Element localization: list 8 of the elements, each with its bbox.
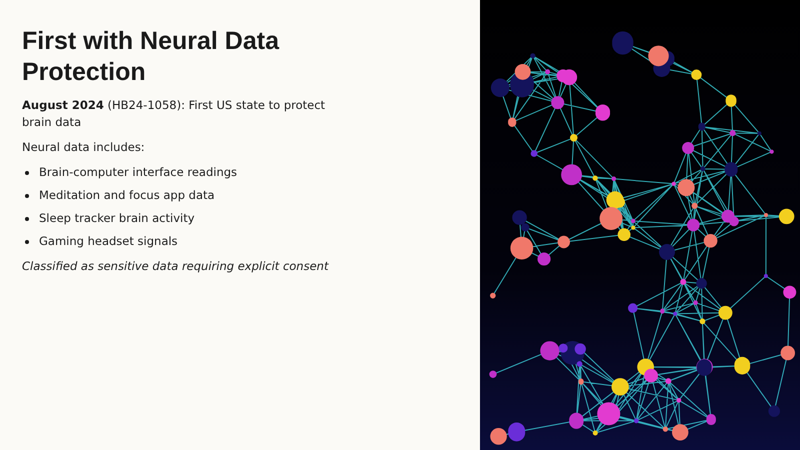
list-item: Brain-computer interface readings [39, 165, 238, 179]
paragraph: August 2024 (HB24-1058): First US state to protect brain data [22, 97, 326, 131]
note-text: Classified as sensitive data requiring explicit consent [22, 258, 330, 275]
paragraph: Neural data includes: [22, 139, 146, 156]
list-item: Sleep tracker brain activity [39, 211, 195, 225]
list-item: Meditation and focus app data [39, 188, 215, 202]
slide-title: First with Neural Data Protection [22, 26, 280, 88]
list-item: Gaming headset signals [39, 234, 178, 248]
